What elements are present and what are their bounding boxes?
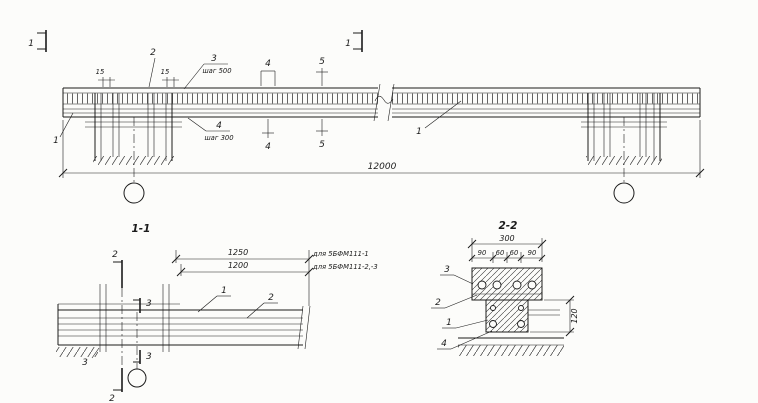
- s22-callout-2: 2: [435, 298, 441, 308]
- dim-1200-label: 1200: [228, 261, 248, 270]
- callout-4-bot-label: 4: [265, 142, 271, 152]
- rebar-bottom-2: [517, 320, 525, 328]
- anno-15-right: 15: [161, 68, 179, 87]
- dim-total-label: 12000: [368, 162, 397, 172]
- section-cut-1-right: 1: [345, 30, 363, 52]
- rebar-top-4: [527, 280, 537, 290]
- callout-4-top-label: 4: [265, 59, 271, 69]
- callout-4-mid-label: 4: [216, 121, 222, 131]
- grid-bubble-right: [613, 182, 635, 204]
- elevation-view: 1 1: [28, 30, 705, 204]
- anno-3: 3 шаг 500: [183, 54, 232, 90]
- dim-1200-note: для 5БФМ111-2,-3: [312, 263, 378, 271]
- anno-15-left: 15: [96, 68, 115, 87]
- anno-s11-1: 1: [197, 286, 231, 313]
- callout-5-bot-label: 5: [319, 140, 325, 150]
- anno-s22-4: 4: [437, 330, 493, 350]
- support-left: [85, 93, 182, 165]
- dim-15-right-label: 15: [161, 68, 170, 76]
- callout-1-left-label: 1: [53, 136, 59, 146]
- anno-s11-3: 3: [82, 347, 100, 368]
- anno-1-left: 1: [53, 112, 74, 146]
- s22-callout-3: 3: [444, 265, 450, 275]
- dim-120: 120: [530, 295, 579, 337]
- grid-axis-section: [127, 312, 147, 388]
- section-cut-2-bottom: 2: [109, 368, 123, 403]
- section-1-1: 1-1 2 2 3 3: [56, 223, 378, 403]
- dim-60a-label: 60: [496, 249, 505, 257]
- s11-callout-2: 2: [268, 293, 274, 303]
- support-left-break-hatch: [93, 156, 174, 165]
- beam-plan: [56, 284, 311, 357]
- callout-4-note: шаг 300: [204, 134, 233, 142]
- dim-90b-label: 90: [528, 249, 537, 257]
- section-cut-3-top: 3: [133, 298, 152, 313]
- s11-callout-1: 1: [221, 286, 227, 296]
- anno-2: 2: [148, 48, 156, 88]
- section-cut-1-left: 1: [28, 30, 47, 52]
- cut-label-1-left: 1: [28, 39, 34, 49]
- section-2-2: 2-2 300 90 60 60 90: [431, 220, 579, 356]
- dim-60b-label: 60: [510, 249, 519, 257]
- section-2-2-title: 2-2: [499, 220, 518, 232]
- section-cut-3-bottom: 3: [133, 350, 152, 364]
- anno-4-bot: 4: [262, 119, 274, 152]
- ground-hatch: [458, 345, 564, 356]
- anno-1-mid: 1: [416, 100, 462, 137]
- cut-label-2-bottom: 2: [109, 394, 115, 403]
- anno-4-mid: 4 шаг 300: [187, 117, 234, 142]
- cut-label-1-right: 1: [345, 39, 351, 49]
- support-right-break-hatch: [586, 156, 662, 165]
- dim-overall: 12000: [58, 120, 705, 178]
- grid-bubble-left: [123, 182, 145, 204]
- rebar-stem-2: [518, 305, 524, 311]
- anno-5-top: 5: [316, 57, 328, 86]
- dim-chain: 90 60 60 90: [468, 249, 546, 263]
- beam-elevation: [62, 83, 701, 122]
- anno-4-top: 4: [260, 59, 276, 86]
- bearing-hatch: [56, 347, 98, 357]
- cut-label-2-top: 2: [112, 250, 118, 260]
- dim-1200: 1200 для 5БФМ111-2,-3: [176, 261, 378, 277]
- grid-axis-right: [613, 117, 635, 204]
- dim-120-label: 120: [570, 308, 579, 323]
- anno-s22-2: 2: [431, 294, 478, 309]
- anno-s11-2: 2: [246, 293, 278, 319]
- callout-1-mid-label: 1: [416, 127, 422, 137]
- callout-2-label: 2: [150, 48, 156, 58]
- s22-callout-1: 1: [446, 318, 452, 328]
- dim-1250-note: для 5БФМ111-1: [312, 250, 369, 258]
- stirrup-hatch-left: [63, 93, 378, 104]
- anno-s22-1: 1: [442, 318, 489, 329]
- rebar-top-3: [512, 280, 522, 290]
- section-cut-2-top: 2: [112, 250, 123, 288]
- grid-axis-left: [123, 117, 145, 204]
- s11-callout-3: 3: [82, 358, 88, 368]
- s22-callout-4: 4: [441, 339, 447, 349]
- dim-1250-label: 1250: [228, 248, 248, 257]
- anno-5-bot: 5: [316, 119, 328, 150]
- cut-label-3-bottom: 3: [146, 352, 152, 362]
- rebar-top-1: [477, 280, 487, 290]
- dim-300-label: 300: [499, 234, 514, 243]
- callout-3-label: 3: [211, 54, 217, 64]
- rebar-bottom-1: [489, 320, 497, 328]
- stirrup-hatch-right: [392, 93, 700, 104]
- dim-1250: 1250 для 5БФМ111-1: [171, 248, 369, 306]
- callout-3-note: шаг 500: [202, 67, 231, 75]
- rebar-top-2: [492, 280, 502, 290]
- dim-15-left-label: 15: [96, 68, 105, 76]
- cross-section: [458, 267, 564, 356]
- grid-bubble-section: [127, 368, 147, 388]
- break-symbol: [373, 83, 395, 122]
- anno-s22-3: 3: [440, 265, 474, 285]
- callout-5-top-label: 5: [319, 57, 325, 67]
- rebar-stem-1: [490, 305, 496, 311]
- dim-90a-label: 90: [478, 249, 487, 257]
- section-1-1-title: 1-1: [132, 223, 151, 235]
